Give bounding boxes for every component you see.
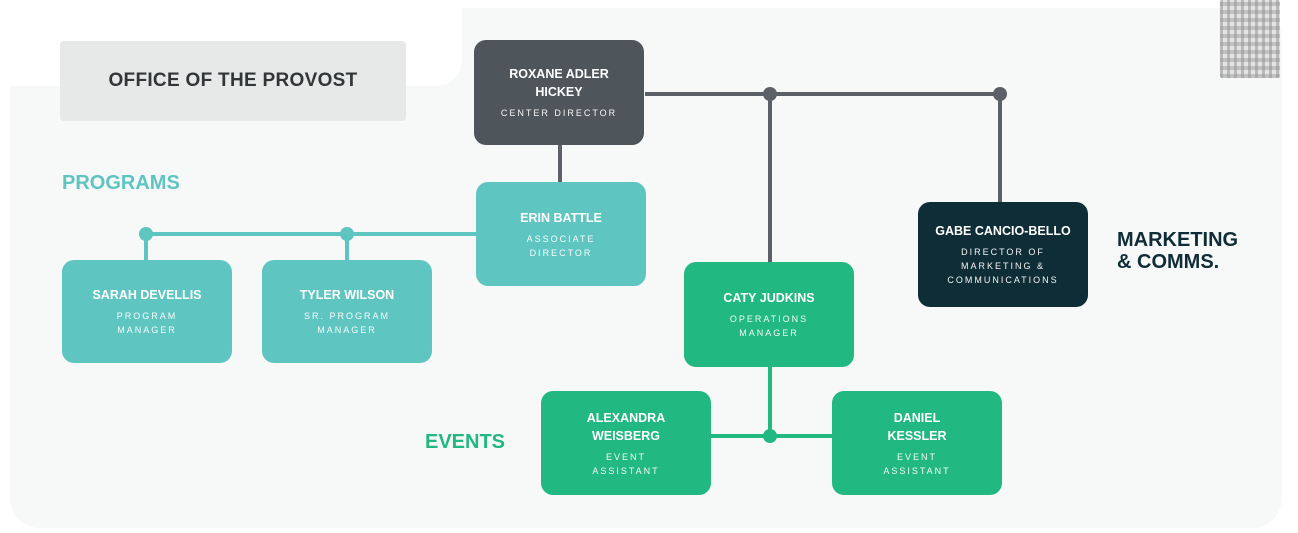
person-role: EVENT ASSISTANT <box>883 451 951 476</box>
section-label-events: EVENTS <box>425 431 506 453</box>
box-gabe-cancio-bello: GABE CANCIO-BELLO DIRECTOR OF MARKETING … <box>918 202 1088 307</box>
person-name: CATY JUDKINS <box>723 291 815 305</box>
junction-dot-tyler <box>340 227 354 241</box>
box-caty-judkins: CATY JUDKINS OPERATIONS MANAGER <box>684 262 854 367</box>
person-name: GABE CANCIO-BELLO <box>935 224 1071 238</box>
box-roxane-adler-hickey: ROXANE ADLER HICKEY CENTER DIRECTOR <box>474 40 644 145</box>
box-erin-battle: ERIN BATTLE ASSOCIATE DIRECTOR <box>476 182 646 286</box>
person-name: ALEXANDRA WEISBERG <box>586 410 666 443</box>
person-name: SARAH DEVELLIS <box>92 288 202 302</box>
events-connectors <box>710 367 832 443</box>
person-role: PROGRAM MANAGER <box>116 311 178 335</box>
person-name: ERIN BATTLE <box>520 210 602 225</box>
qr-code-icon <box>1220 0 1280 78</box>
box-daniel-kessler: DANIEL KESSLER EVENT ASSISTANT <box>832 391 1002 495</box>
junction-dot-caty <box>763 87 777 101</box>
person-role: EVENT ASSISTANT <box>592 451 660 476</box>
junction-dot-sarah <box>139 227 153 241</box>
box-alexandra-weisberg: ALEXANDRA WEISBERG EVENT ASSISTANT <box>541 391 711 495</box>
box-sarah-devellis: SARAH DEVELLIS PROGRAM MANAGER <box>62 260 232 363</box>
person-role: CENTER DIRECTOR <box>500 108 618 118</box>
section-label-programs: PROGRAMS <box>62 172 180 194</box>
section-label-marketing: MARKETING & COMMS. <box>1117 229 1239 273</box>
person-role: DIRECTOR OF MARKETING & COMMUNICATIONS <box>947 247 1059 285</box>
programs-connectors <box>139 227 476 260</box>
box-tyler-wilson: TYLER WILSON SR. PROGRAM MANAGER <box>262 260 432 363</box>
director-connectors <box>558 87 1007 262</box>
person-role: ASSOCIATE DIRECTOR <box>526 233 596 258</box>
junction-dot-events <box>763 429 777 443</box>
person-role: SR. PROGRAM MANAGER <box>303 311 390 335</box>
person-role: OPERATIONS MANAGER <box>729 314 809 338</box>
person-name: TYLER WILSON <box>299 288 395 302</box>
office-title: OFFICE OF THE PROVOST <box>60 41 406 121</box>
person-name: ROXANE ADLER HICKEY <box>509 67 609 99</box>
junction-dot-gabe <box>993 87 1007 101</box>
person-name: DANIEL KESSLER <box>887 410 947 443</box>
